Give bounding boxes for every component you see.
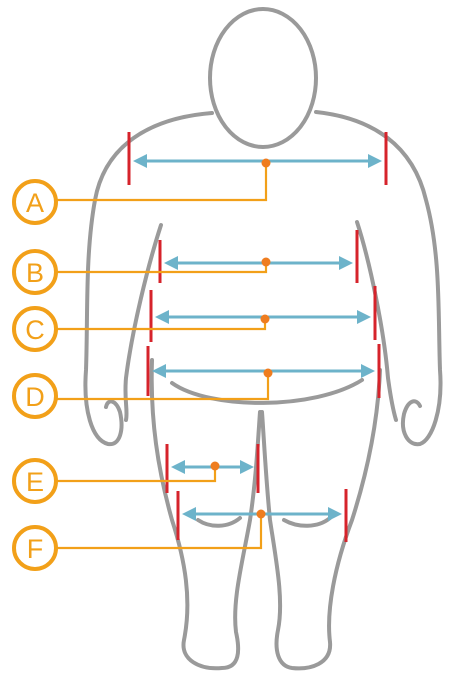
badge-c-label: C bbox=[25, 315, 45, 345]
measurement-c: C bbox=[14, 286, 375, 350]
arrow-d-right bbox=[361, 364, 375, 378]
arrow-a-left bbox=[133, 154, 147, 168]
arrow-d-left bbox=[152, 364, 166, 378]
left-knee-crease bbox=[198, 518, 240, 526]
leader-f bbox=[56, 514, 261, 548]
anchor-dot-e bbox=[211, 462, 220, 471]
badge-d-label: D bbox=[25, 382, 45, 412]
arrow-b-left bbox=[164, 256, 178, 270]
badge-b-label: B bbox=[26, 258, 44, 288]
badge-f-label: F bbox=[27, 534, 44, 564]
arrow-f-left bbox=[182, 507, 196, 521]
leader-a bbox=[56, 163, 266, 200]
anchor-dot-f bbox=[257, 510, 266, 519]
leader-d bbox=[56, 373, 268, 399]
body-outline bbox=[85, 9, 440, 668]
measurement-b: B bbox=[14, 230, 357, 293]
left-inner-arm bbox=[125, 225, 161, 420]
anchor-dot-a bbox=[262, 159, 271, 168]
arrow-f-right bbox=[328, 507, 342, 521]
measurement-e: E bbox=[14, 444, 258, 502]
right-leg bbox=[262, 370, 380, 668]
anchor-dot-b bbox=[262, 258, 271, 267]
arrow-e-left bbox=[171, 460, 185, 474]
right-knee-crease bbox=[284, 518, 330, 526]
measurement-a: A bbox=[14, 132, 386, 223]
anchor-dot-d bbox=[264, 369, 273, 378]
arrow-b-right bbox=[339, 256, 353, 270]
arrow-c-right bbox=[357, 310, 371, 324]
badge-a-label: A bbox=[26, 188, 44, 218]
arrow-e-right bbox=[240, 460, 254, 474]
measurement-d: D bbox=[14, 344, 379, 417]
badge-e-label: E bbox=[26, 467, 44, 497]
arrow-a-right bbox=[368, 154, 382, 168]
anchor-dot-c bbox=[261, 315, 270, 324]
arrow-c-left bbox=[155, 310, 169, 324]
head bbox=[210, 9, 316, 147]
